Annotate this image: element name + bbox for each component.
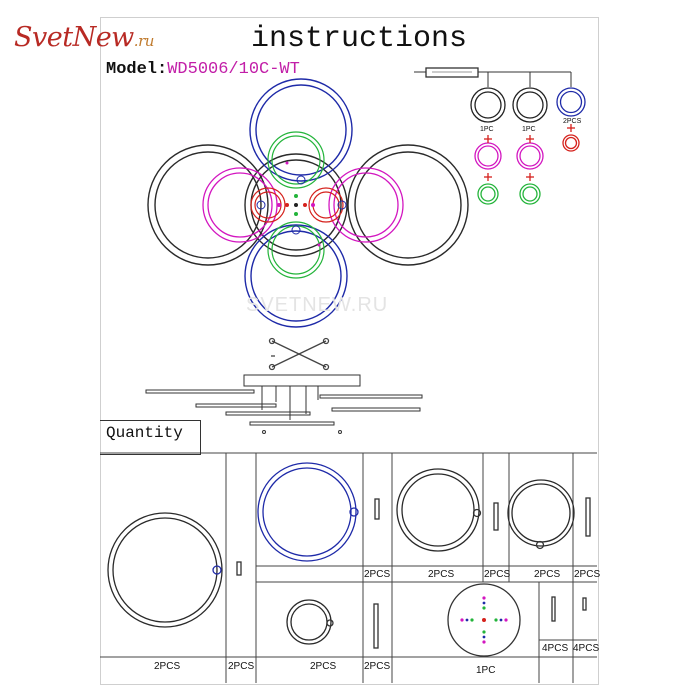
page-title: instructions [251,22,468,56]
part-canopy-plate [447,583,521,657]
quantity-parts [107,462,591,657]
svetnew-logo: SvetNew.ru [14,22,154,53]
qty-canopy-plate: 1PC [476,665,496,676]
qty-connector-5: 2PCS [364,661,391,672]
ring-center-outer [244,153,348,257]
part-medium-ring-outer [396,468,480,552]
instruction-sheet [100,17,599,685]
legend-label-1: 1PC [480,126,494,133]
watermark: SVETNEW.RU [246,294,389,316]
part-blue-ring-inner [262,467,352,557]
ring-top-blue-inner [255,84,347,176]
hub-blue-bottom [291,225,301,235]
part-medium-ring-inner [401,473,475,547]
ring-magenta-right-outer [328,167,404,243]
qty-connector-1: 2PCS [228,661,255,672]
ring-red-right-inner [312,191,340,219]
legend-plus-signs [484,124,575,181]
hub-blue-top [296,175,306,185]
part-blue-ring-outer [257,462,357,562]
qty-connector-4: 2PCS [574,569,601,580]
model-code: WD5006/10C-WT [167,60,300,79]
ring-green-bottom-outer [267,221,325,279]
part-rod-1 [551,596,556,622]
ring-magenta-left-outer [202,167,278,243]
ring-red-right-outer [308,187,344,223]
quantity-label: Quantity [106,424,183,442]
part-connector-5 [373,603,379,649]
qty-tiny-ring: 2PCS [310,661,337,672]
qty-blue-ring: 2PCS [364,569,391,580]
part-large-ring-inner [112,517,218,623]
ring-right-outer [347,144,469,266]
logo-tld: .ru [133,32,155,50]
part-connector-2 [374,498,380,520]
ring-green-top-inner [271,135,321,185]
logo-brand: SvetNew [14,22,134,53]
part-connector-3 [493,502,499,531]
qty-large-ring: 2PCS [154,661,181,672]
quantity-header-box [100,420,201,455]
ring-left-inner [154,151,262,259]
canopy-plate-dots [460,596,508,644]
part-tiny-ring-outer [286,599,332,645]
part-rod-2 [582,597,587,611]
ring-bottom-blue-inner [250,230,342,322]
ring-green-top-outer [267,131,325,189]
part-connector-4 [585,497,591,537]
wiring-legend [414,67,586,205]
legend-label-3: 2PCS [563,118,582,125]
part-connector-1 [236,561,242,576]
qty-small-ring: 2PCS [534,569,561,580]
ring-right-inner [354,151,462,259]
hub-blue-right [337,200,347,210]
qty-medium-ring: 2PCS [428,569,455,580]
model-prefix: Model: [106,60,168,79]
part-small-ring-inner [511,483,571,543]
qty-rod-1: 4PCS [542,643,569,654]
part-large-ring-outer [107,512,223,628]
driver-box [425,67,479,78]
quantity-table-grid [100,452,597,683]
part-small-ring-outer [507,479,575,547]
part-tiny-ring-inner [290,603,328,641]
ring-magenta-left-inner [207,172,273,238]
legend-label-2: 1PC [522,126,536,133]
side-view-assembly [145,374,423,434]
ring-magenta-right-inner [333,172,399,238]
model-line: Model:WD5006/10C-WT [106,60,300,79]
ring-left-outer [147,144,269,266]
qty-rod-2: 4PCS [573,643,600,654]
ring-bottom-blue-outer [244,224,348,328]
hub-dots [277,161,321,247]
ring-top-blue-outer [249,78,353,182]
hub-blue-left [256,200,266,210]
qty-connector-3: 2PCS [484,569,511,580]
mounting-cross-bracket [268,337,330,371]
